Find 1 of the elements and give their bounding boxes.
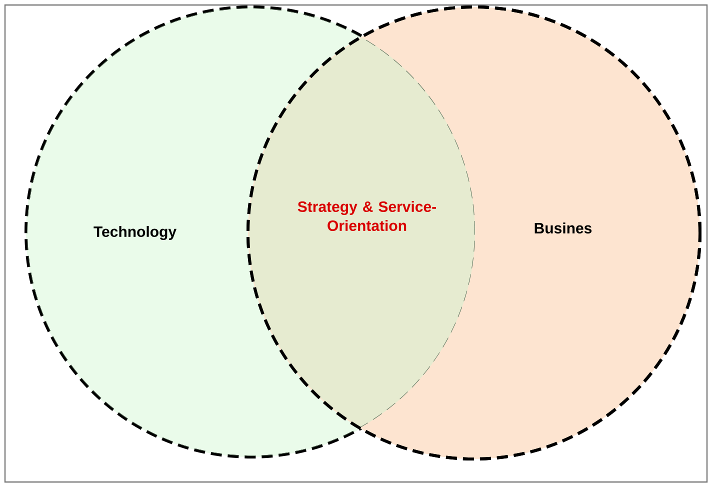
overlap-label: Strategy & Service-Orientation [298,200,436,231]
